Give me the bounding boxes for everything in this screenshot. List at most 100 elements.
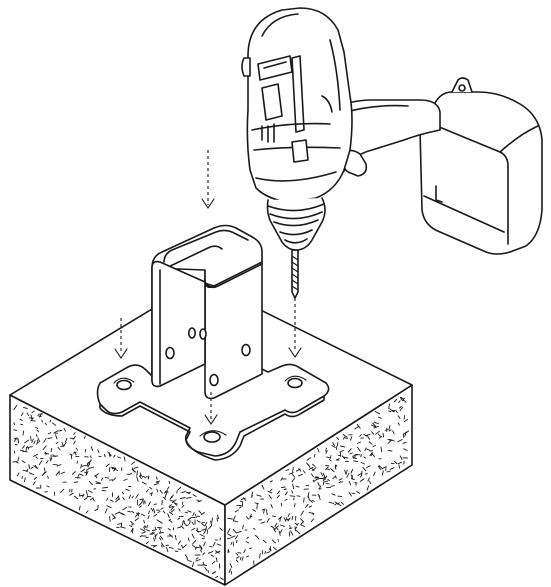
aggregate-speck (392, 430, 395, 435)
aggregate-speck (181, 501, 184, 505)
aggregate-speck (140, 474, 144, 478)
aggregate-speck (342, 436, 346, 440)
aggregate-speck (306, 457, 312, 461)
aggregate-speck (352, 457, 358, 459)
aggregate-speck (36, 434, 38, 438)
aggregate-speck (173, 501, 178, 506)
aggregate-speck (50, 454, 52, 460)
aggregate-speck (291, 473, 295, 478)
aggregate-speck (174, 550, 179, 553)
aggregate-speck (232, 515, 236, 521)
aggregate-speck (252, 509, 256, 512)
aggregate-speck (94, 508, 98, 512)
aggregate-speck (168, 511, 174, 515)
aggregate-speck (187, 510, 192, 513)
aggregate-speck (235, 552, 239, 556)
aggregate-speck (134, 513, 139, 518)
aggregate-speck (270, 504, 273, 509)
aggregate-speck (139, 535, 143, 538)
drill-body (246, 7, 353, 203)
aggregate-speck (343, 456, 349, 459)
aggregate-speck (306, 462, 310, 467)
aggregate-speck (21, 476, 23, 479)
aggregate-speck (285, 469, 290, 471)
aggregate-speck (145, 536, 149, 539)
aggregate-speck (325, 466, 329, 470)
aggregate-speck (73, 432, 76, 435)
aggregate-speck (147, 501, 151, 507)
aggregate-speck (83, 435, 86, 439)
drill-battery (419, 91, 543, 255)
aggregate-speck (138, 502, 143, 507)
aggregate-speck (131, 461, 136, 465)
aggregate-speck (130, 520, 133, 524)
aggregate-speck (169, 505, 174, 509)
aggregate-speck (187, 537, 190, 542)
aggregate-speck (280, 502, 283, 507)
aggregate-speck (210, 554, 214, 557)
aggregate-speck (357, 446, 361, 452)
aggregate-speck (266, 551, 271, 554)
aggregate-speck (268, 548, 272, 552)
drill-chuck (266, 197, 326, 251)
aggregate-speck (271, 539, 276, 544)
aggregate-speck (63, 427, 66, 432)
aggregate-speck (136, 470, 138, 476)
aggregate-speck (294, 522, 299, 526)
aggregate-speck (266, 518, 270, 523)
aggregate-speck (106, 497, 109, 501)
aggregate-speck (395, 410, 398, 414)
aggregate-speck (400, 396, 404, 400)
aggregate-speck (230, 535, 236, 538)
aggregate-speck (187, 517, 192, 520)
aggregate-speck (22, 430, 25, 436)
aggregate-speck (372, 444, 377, 448)
aggregate-speck (143, 519, 145, 524)
aggregate-speck (339, 449, 344, 453)
aggregate-speck (295, 485, 300, 488)
aggregate-speck (194, 546, 198, 550)
aggregate-speck (262, 539, 267, 544)
aggregate-speck (109, 499, 114, 502)
aggregate-speck (232, 520, 239, 523)
aggregate-speck (174, 534, 177, 541)
aggregate-speck (109, 454, 112, 458)
aggregate-speck (55, 441, 59, 445)
aggregate-speck (207, 551, 214, 554)
aggregate-speck (364, 447, 367, 451)
aggregate-speck (184, 554, 188, 558)
aggregate-speck (192, 512, 195, 517)
aggregate-speck (199, 534, 205, 537)
aggregate-speck (127, 510, 132, 513)
aggregate-speck (269, 488, 273, 492)
aggregate-speck (199, 544, 203, 549)
aggregate-speck (377, 433, 382, 438)
aggregate-speck (246, 516, 250, 520)
aggregate-speck (155, 476, 158, 480)
aggregate-speck (149, 531, 154, 535)
aggregate-speck (16, 472, 20, 477)
aggregate-speck (249, 515, 253, 518)
aggregate-speck (20, 412, 24, 417)
aggregate-speck (398, 400, 401, 404)
aggregate-speck (188, 560, 192, 562)
dashed-down-arrow-icon (114, 150, 302, 425)
aggregate-speck (153, 508, 156, 514)
aggregate-speck (86, 463, 89, 467)
aggregate-speck (317, 482, 320, 487)
aggregate-speck (56, 464, 62, 467)
aggregate-speck (201, 528, 207, 531)
aggregate-speck (142, 475, 146, 479)
aggregate-speck (356, 490, 361, 494)
aggregate-speck (61, 442, 64, 447)
aggregate-speck (87, 460, 92, 464)
anchor-bolt-holes (113, 375, 307, 443)
aggregate-speck (274, 522, 278, 527)
aggregate-speck (270, 525, 274, 528)
aggregate-speck (125, 488, 130, 491)
aggregate-speck (366, 485, 370, 491)
aggregate-speck (104, 508, 108, 514)
aggregate-speck (145, 541, 149, 544)
aggregate-speck (356, 424, 361, 429)
aggregate-speck (55, 434, 58, 440)
